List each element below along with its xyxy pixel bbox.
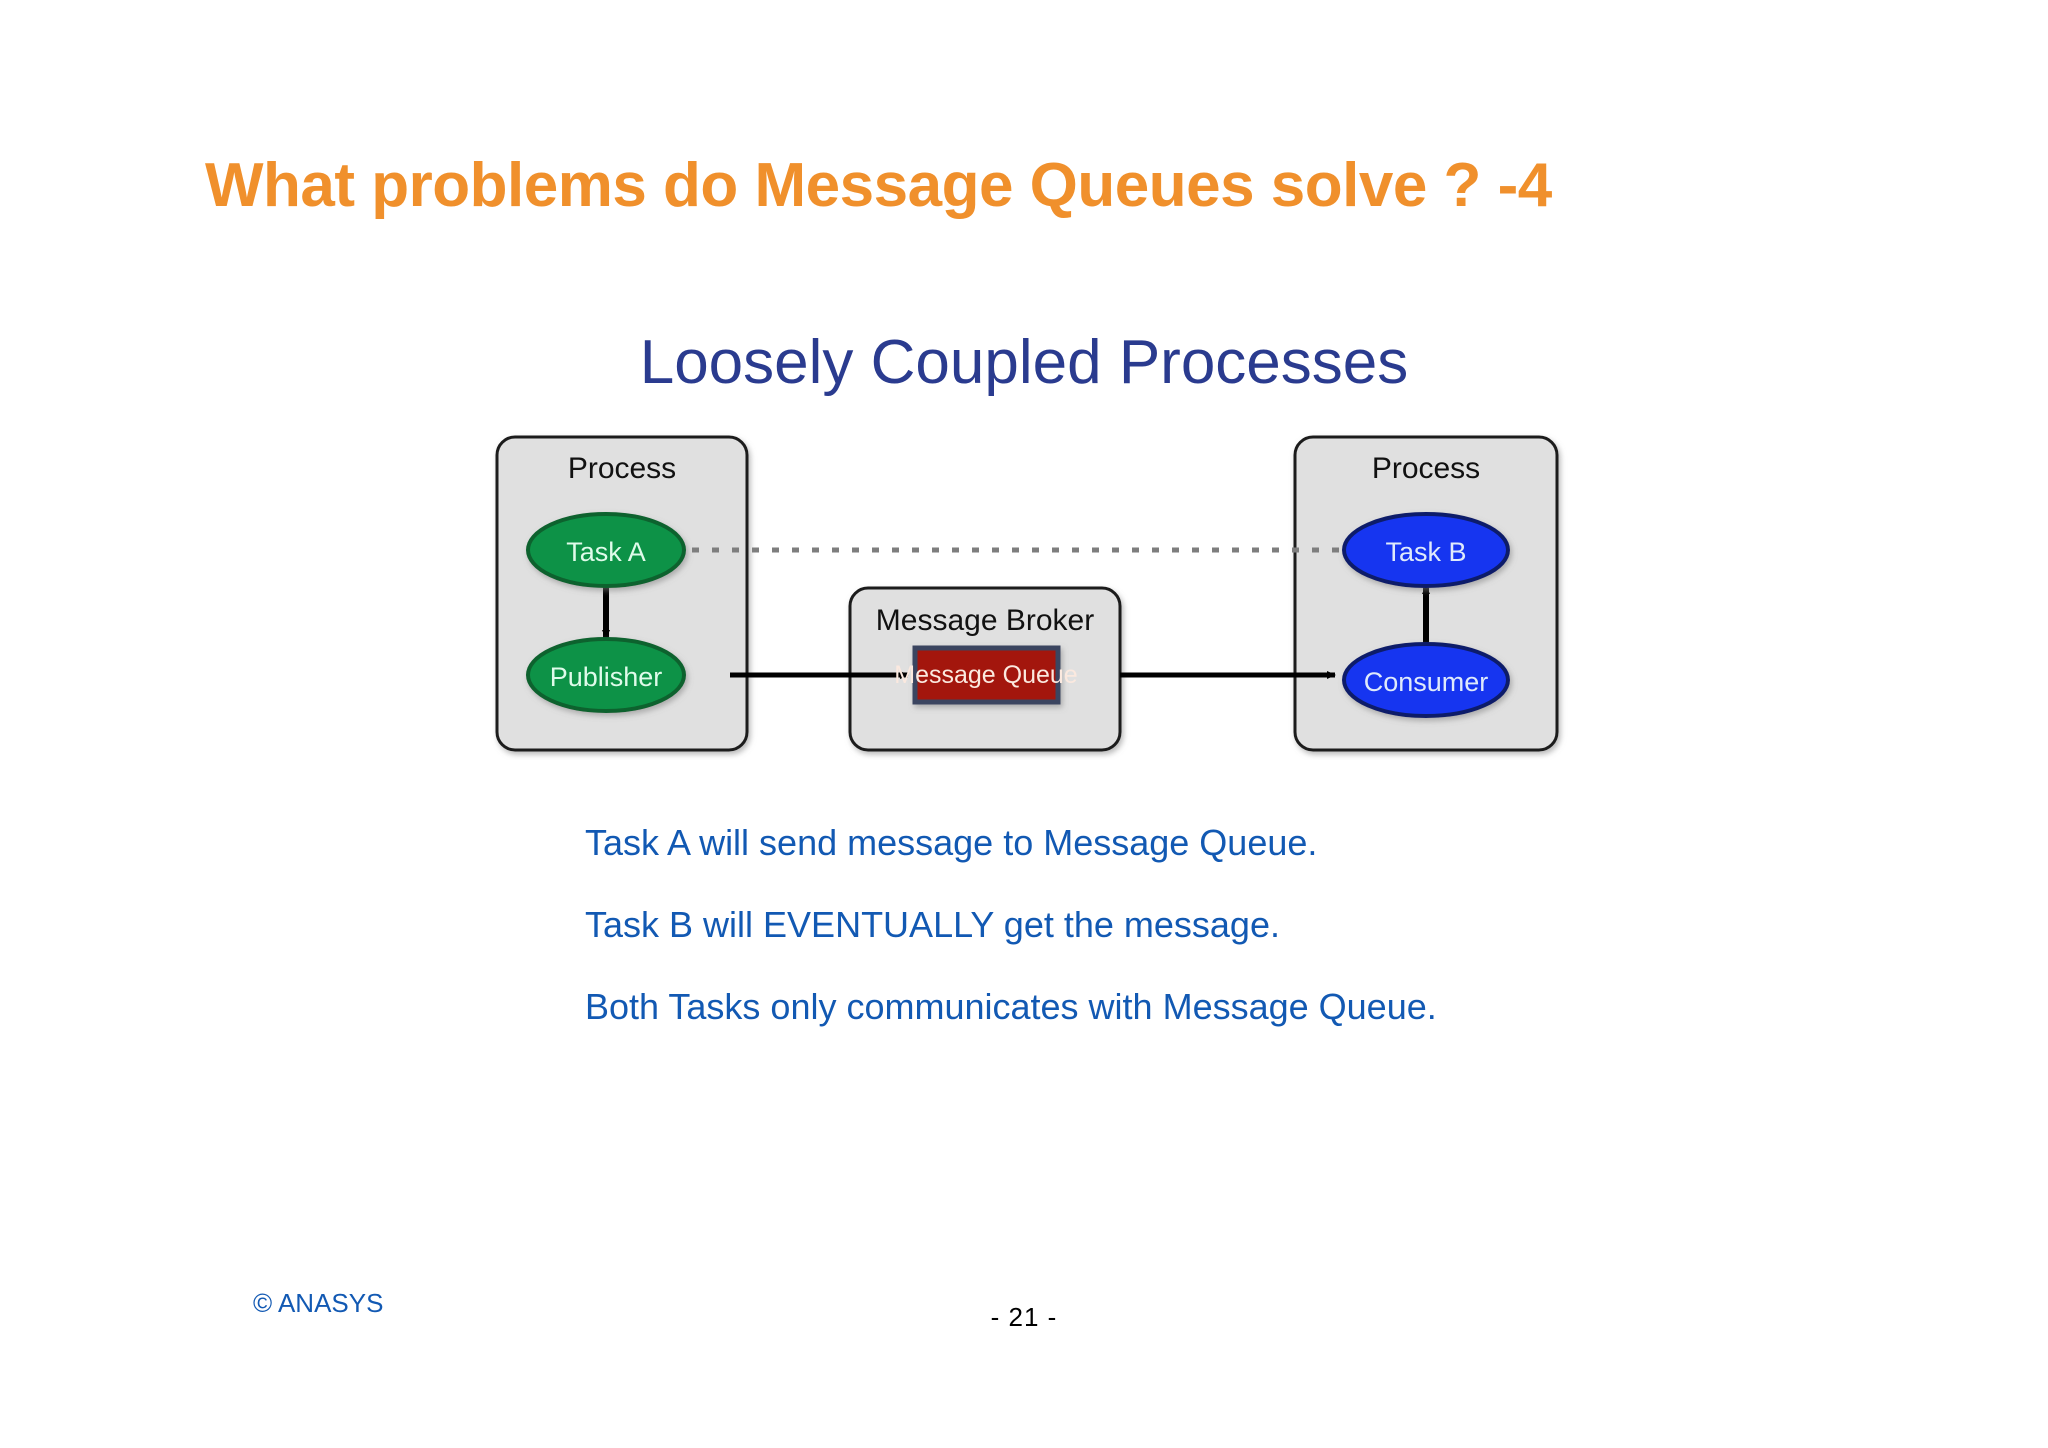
consumer-ellipse (1342, 642, 1510, 718)
footer-page-number: - 21 - (990, 1302, 1058, 1332)
message-queue-label: Message Queue (894, 661, 1077, 689)
node-publisher[interactable]: Publisher (526, 637, 686, 713)
node-consumer[interactable]: Consumer (1342, 642, 1510, 718)
task-b-label: Task B (1385, 537, 1466, 567)
message-queue-rect (912, 645, 1061, 705)
consumer-label: Consumer (1364, 667, 1489, 697)
task-b-ellipse (1342, 512, 1510, 588)
message-broker-label: Message Broker (876, 604, 1094, 637)
bullet-line-3: Both Tasks only communicates with Messag… (585, 986, 1437, 1027)
process-box-right-label: Process (1372, 452, 1480, 485)
node-message-queue[interactable]: Message Queue (894, 645, 1078, 705)
task-a-label: Task A (566, 537, 646, 567)
publisher-label: Publisher (550, 662, 663, 692)
node-task-b[interactable]: Task B (1342, 512, 1510, 588)
task-a-ellipse (526, 512, 686, 588)
bullet-line-1: Task A will send message to Message Queu… (585, 822, 1318, 863)
footer-copyright: © ANASYS (253, 1288, 384, 1318)
process-box-left-label: Process (568, 452, 676, 485)
page-title: What problems do Message Queues solve ? … (205, 151, 1552, 220)
diagram-heading: Loosely Coupled Processes (639, 328, 1409, 397)
node-task-a[interactable]: Task A (526, 512, 686, 588)
bullet-line-2: Task B will EVENTUALLY get the message. (585, 904, 1280, 945)
loosely-coupled-processes-diagram: Process Message Broker Process Task A (490, 430, 1580, 760)
publisher-ellipse (526, 637, 686, 713)
